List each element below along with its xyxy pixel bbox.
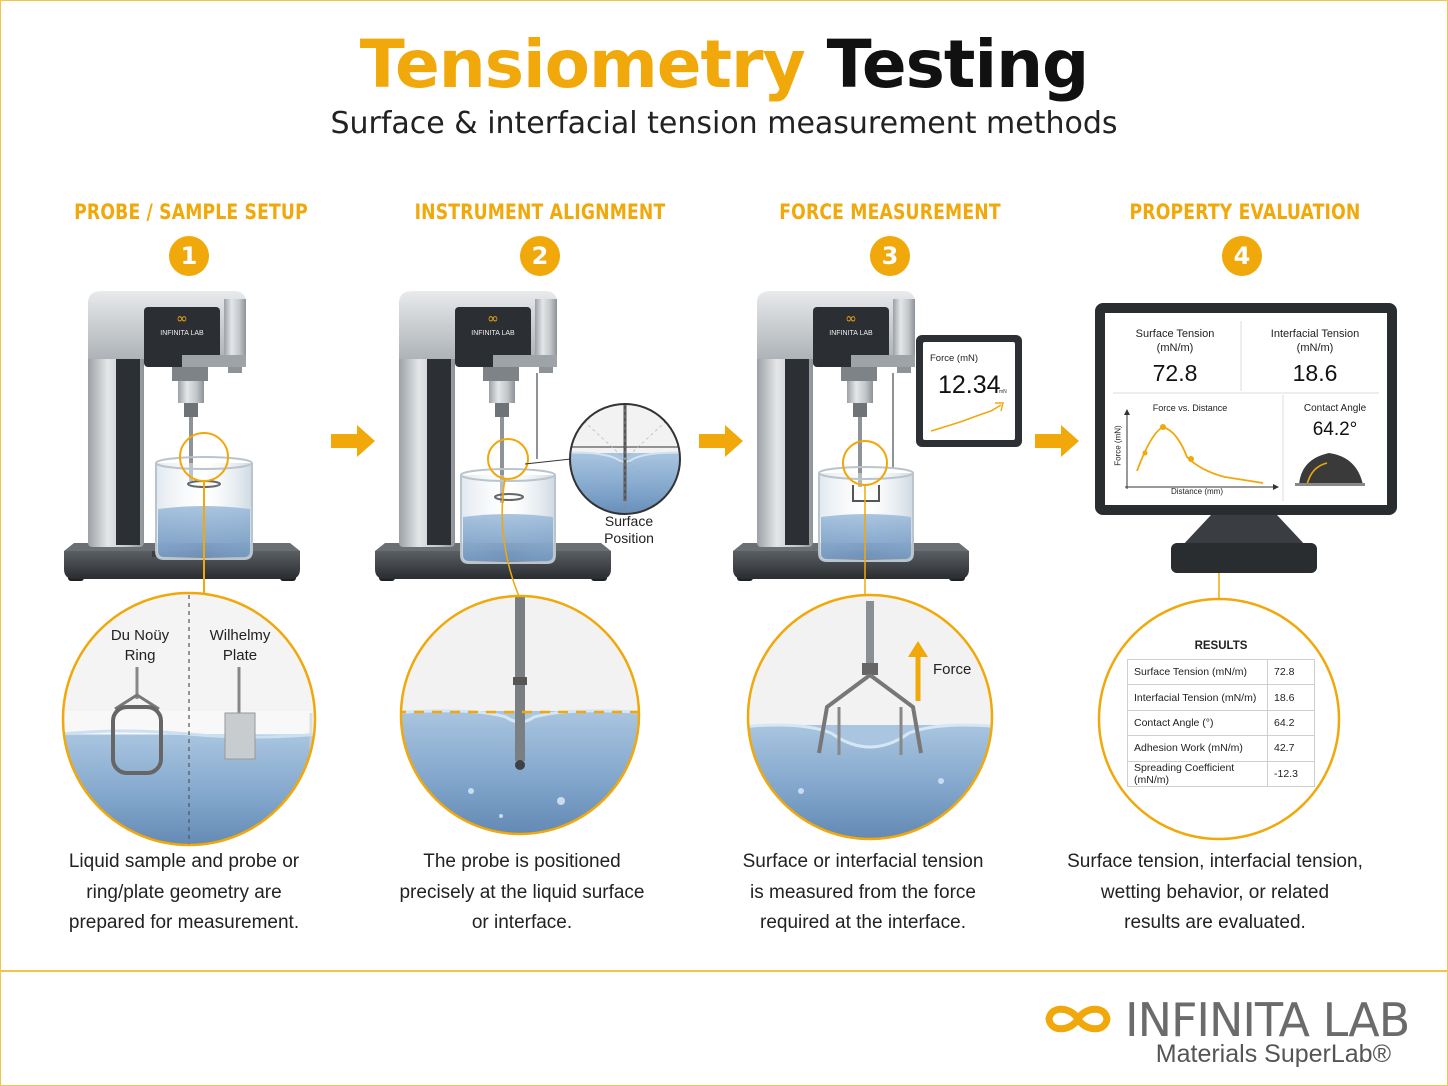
flow-arrow-3 (1035, 425, 1079, 457)
results-table: RESULTS Surface Tension (mN/m)72.8 Inter… (1127, 633, 1315, 787)
table-row: Interfacial Tension (mN/m)18.6 (1127, 684, 1315, 711)
surface-tension-value: 72.8 (1152, 360, 1198, 386)
zoom-ring-plate (61, 591, 317, 847)
table-row: Adhesion Work (mN/m)42.7 (1127, 735, 1315, 762)
zoom-probe-surface (399, 594, 641, 836)
graph-xlabel: Distance (mm) (1170, 487, 1223, 496)
step-1-caption: Liquid sample and probe or ring/plate ge… (68, 851, 300, 933)
instrument-logo-text: INFINITA LAB (829, 330, 873, 337)
flow-arrow-2 (699, 425, 743, 457)
force-display-value: 12.34 (938, 371, 1001, 399)
svg-text:∞: ∞ (176, 311, 188, 327)
step-3-caption: Surface or interfacial tension is measur… (742, 851, 984, 933)
force-display: Force (mN) 12.34 mN (916, 335, 1022, 447)
table-row: Contact Angle (°)64.2 (1127, 709, 1315, 737)
interfacial-tension-value: 18.6 (1292, 360, 1338, 386)
instrument-logo-text: INFINITA LAB (471, 330, 515, 337)
interfacial-tension-label: Interfacial Tension (mN/m) (1270, 328, 1360, 354)
results-table-title: RESULTS (1127, 633, 1315, 660)
svg-text:∞: ∞ (487, 311, 499, 327)
page-title: Tensiometry Testing (1, 27, 1447, 103)
svg-text:∞: ∞ (845, 311, 857, 327)
step-2-title: INSTRUMENT ALIGNMENT (414, 200, 666, 224)
force-display-label: Force (mN) (930, 353, 978, 364)
surface-tension-label: Surface Tension (mN/m) (1135, 328, 1215, 354)
infinity-logo-icon (1045, 1005, 1111, 1033)
step-4-title: PROPERTY EVALUATION (1129, 200, 1361, 224)
title-rest: Testing (826, 26, 1090, 103)
tensiometer-1: INFINITA LAB ∞ (64, 291, 300, 599)
wilhelmy-plate-label: Wilhelmy Plate (209, 627, 271, 664)
graph-ylabel: Force (mN) (1113, 425, 1123, 466)
force-label: Force (933, 661, 971, 678)
step-2-caption: The probe is positioned precisely at the… (399, 851, 645, 933)
tensiometer-3: INFINITA LAB ∞ (733, 291, 969, 599)
force-display-unit: mN (999, 389, 1007, 395)
instrument-logo-text: INFINITA LAB (160, 330, 204, 337)
footer-brand-tagline: Materials SuperLab® (1155, 1040, 1391, 1068)
results-monitor (1095, 303, 1397, 573)
contact-angle-label: Contact Angle (1303, 403, 1367, 414)
step-1-title: PROBE / SAMPLE SETUP (74, 200, 308, 224)
graph-title: Force vs. Distance (1152, 403, 1228, 413)
step-3-title: FORCE MEASUREMENT (779, 200, 1001, 224)
du-nouy-ring-label: Du Noüy Ring (110, 627, 170, 664)
step-2-number-badge: 2 (520, 236, 560, 276)
table-row: Spreading Coefficient (mN/m)-12.3 (1127, 760, 1315, 787)
step-4-caption: Surface tension, interfacial tension, we… (1067, 851, 1363, 933)
title-highlight: Tensiometry (359, 26, 806, 103)
step-3-number-badge: 3 (870, 236, 910, 276)
step-4-number-badge: 4 (1222, 236, 1262, 276)
footer-divider (1, 970, 1447, 972)
page-subtitle: Surface & interfacial tension measuremen… (330, 106, 1118, 141)
table-row: Surface Tension (mN/m)72.8 (1127, 658, 1315, 686)
surface-magnifier (569, 403, 681, 515)
zoom-force-ring (746, 593, 994, 841)
flow-arrow-1 (331, 425, 375, 457)
tensiometer-2: INFINITA LAB ∞ (375, 291, 611, 600)
footer-brand-name: INFINITA LAB (1125, 993, 1410, 1047)
surface-position-label: Surface Position (604, 513, 654, 546)
contact-angle-value: 64.2° (1312, 419, 1358, 440)
step-1-number-badge: 1 (169, 236, 209, 276)
